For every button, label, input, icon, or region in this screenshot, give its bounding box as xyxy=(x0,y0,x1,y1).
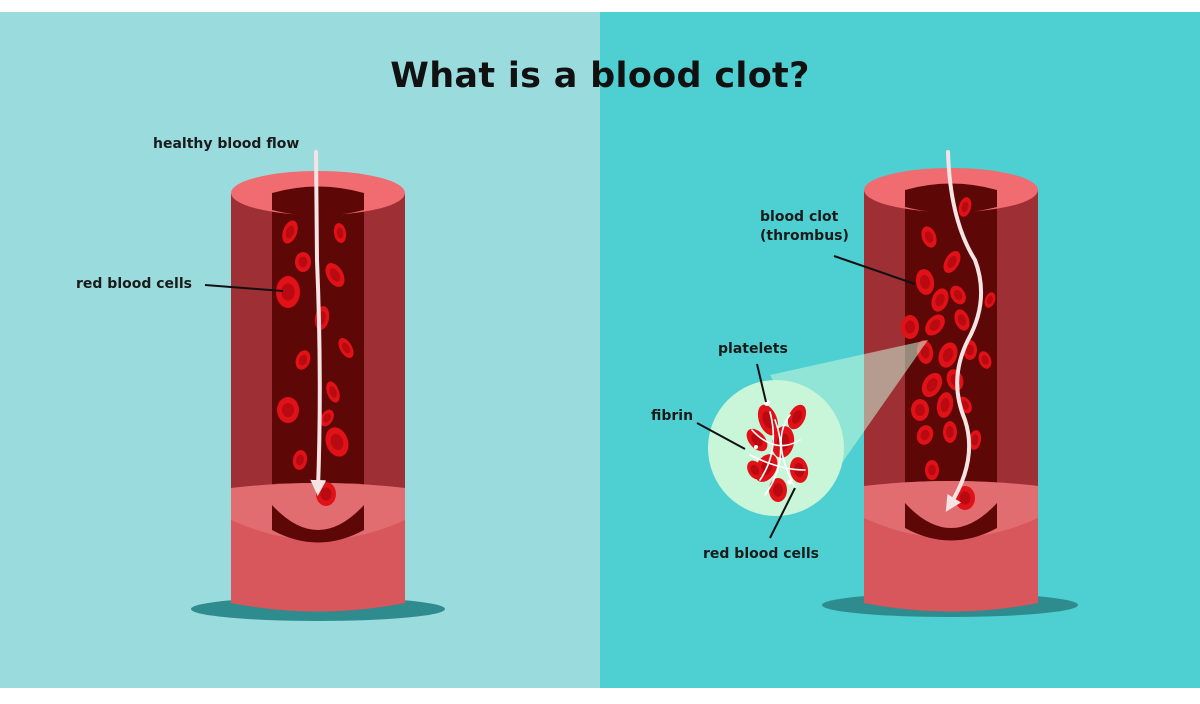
label-blood-clot: blood clot (thrombus) xyxy=(760,208,849,246)
red-blood-cell xyxy=(295,350,311,370)
red-blood-cell xyxy=(943,421,957,443)
red-blood-cell xyxy=(916,425,934,445)
red-blood-cell xyxy=(276,276,300,308)
red-blood-cell xyxy=(747,460,763,480)
red-blood-cell xyxy=(787,404,807,430)
red-blood-cell xyxy=(958,197,972,217)
red-blood-cell xyxy=(338,338,354,358)
label-red-blood-cells-right: red blood cells xyxy=(703,546,819,562)
red-blood-cell xyxy=(282,220,298,244)
label-red-blood-cells-left: red blood cells xyxy=(76,276,192,292)
label-platelets: platelets xyxy=(718,341,788,357)
red-blood-cell xyxy=(921,226,937,248)
red-blood-cell xyxy=(978,351,992,369)
red-blood-cell xyxy=(326,381,340,403)
red-blood-cell xyxy=(292,450,308,470)
red-blood-cell xyxy=(333,223,347,243)
label-fibrin: fibrin xyxy=(651,408,694,424)
leader-lines xyxy=(204,255,916,539)
red-blood-cell xyxy=(954,309,970,331)
red-blood-cell xyxy=(295,252,311,272)
red-blood-cell xyxy=(936,392,954,418)
red-blood-cell xyxy=(911,399,929,421)
label-healthy-blood-flow: healthy blood flow xyxy=(153,136,300,152)
red-blood-cell xyxy=(968,430,982,450)
red-blood-cell xyxy=(901,315,919,339)
label-blood-clot-line2: (thrombus) xyxy=(760,228,849,244)
red-blood-cell xyxy=(950,285,966,305)
red-blood-cell xyxy=(984,292,996,308)
red-blood-cell xyxy=(915,269,935,295)
diagram-title: What is a blood clot? xyxy=(390,56,810,96)
red-blood-cell xyxy=(325,263,345,287)
red-blood-cell xyxy=(943,251,961,273)
label-blood-clot-line1: blood clot xyxy=(760,209,839,225)
red-blood-cell xyxy=(931,288,949,312)
red-blood-cell xyxy=(925,314,945,336)
clot-red-blood-cells xyxy=(901,197,996,510)
red-blood-cell xyxy=(277,397,299,423)
red-blood-cell xyxy=(320,409,334,427)
zoom-cone xyxy=(770,340,928,480)
red-blood-cell xyxy=(921,372,943,398)
red-blood-cell xyxy=(325,427,349,457)
fibrin-strands xyxy=(749,411,806,496)
clot-flow-arrow xyxy=(945,150,984,512)
red-blood-cell xyxy=(769,478,787,502)
red-blood-cell xyxy=(925,460,939,480)
healthy-flow-arrow xyxy=(310,150,327,496)
red-blood-cell xyxy=(938,342,958,368)
